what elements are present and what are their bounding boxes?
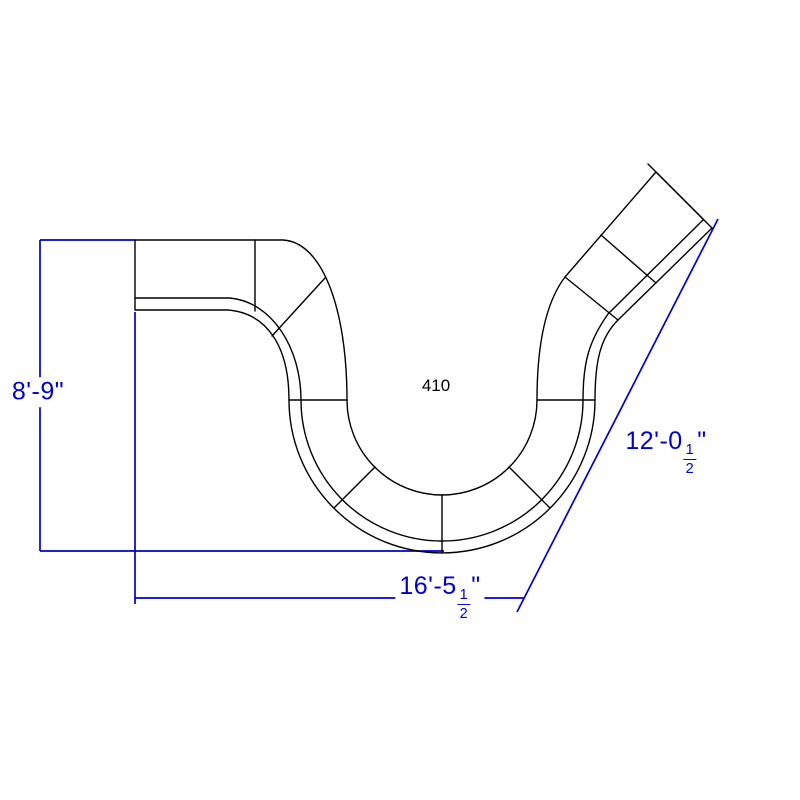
diagonal-fraction-denominator: 2 <box>685 460 695 477</box>
sofa-plan <box>134 163 713 554</box>
seat-divider-line <box>333 466 376 509</box>
dimension-lines <box>39 218 719 613</box>
height-dimension-value: 8'-9 <box>11 377 55 406</box>
arm-end-rest-line <box>647 163 705 221</box>
width-fraction-numerator: 1 <box>457 587 471 606</box>
model-number-label: 410 <box>421 376 451 395</box>
sofa-outline <box>134 171 713 554</box>
diagonal-dimension-value: 12'-0 <box>625 426 683 455</box>
diagonal-dimension-line <box>516 218 719 613</box>
height-dimension-label: 8'-9" <box>7 377 69 407</box>
seat-divider-line <box>271 277 326 337</box>
seat-divider-line <box>600 234 657 284</box>
seat-dividers <box>254 234 657 554</box>
width-fraction-denominator: 2 <box>459 605 469 622</box>
seat-divider-line <box>564 276 619 321</box>
seat-divider-line <box>508 466 551 509</box>
height-dimension-unit: " <box>54 377 65 406</box>
diagonal-fraction-numerator: 1 <box>683 442 697 461</box>
width-dimension-unit: " <box>471 571 481 600</box>
diagonal-dimension-unit: " <box>697 426 707 455</box>
width-dimension-value: 16'-5 <box>399 571 457 600</box>
